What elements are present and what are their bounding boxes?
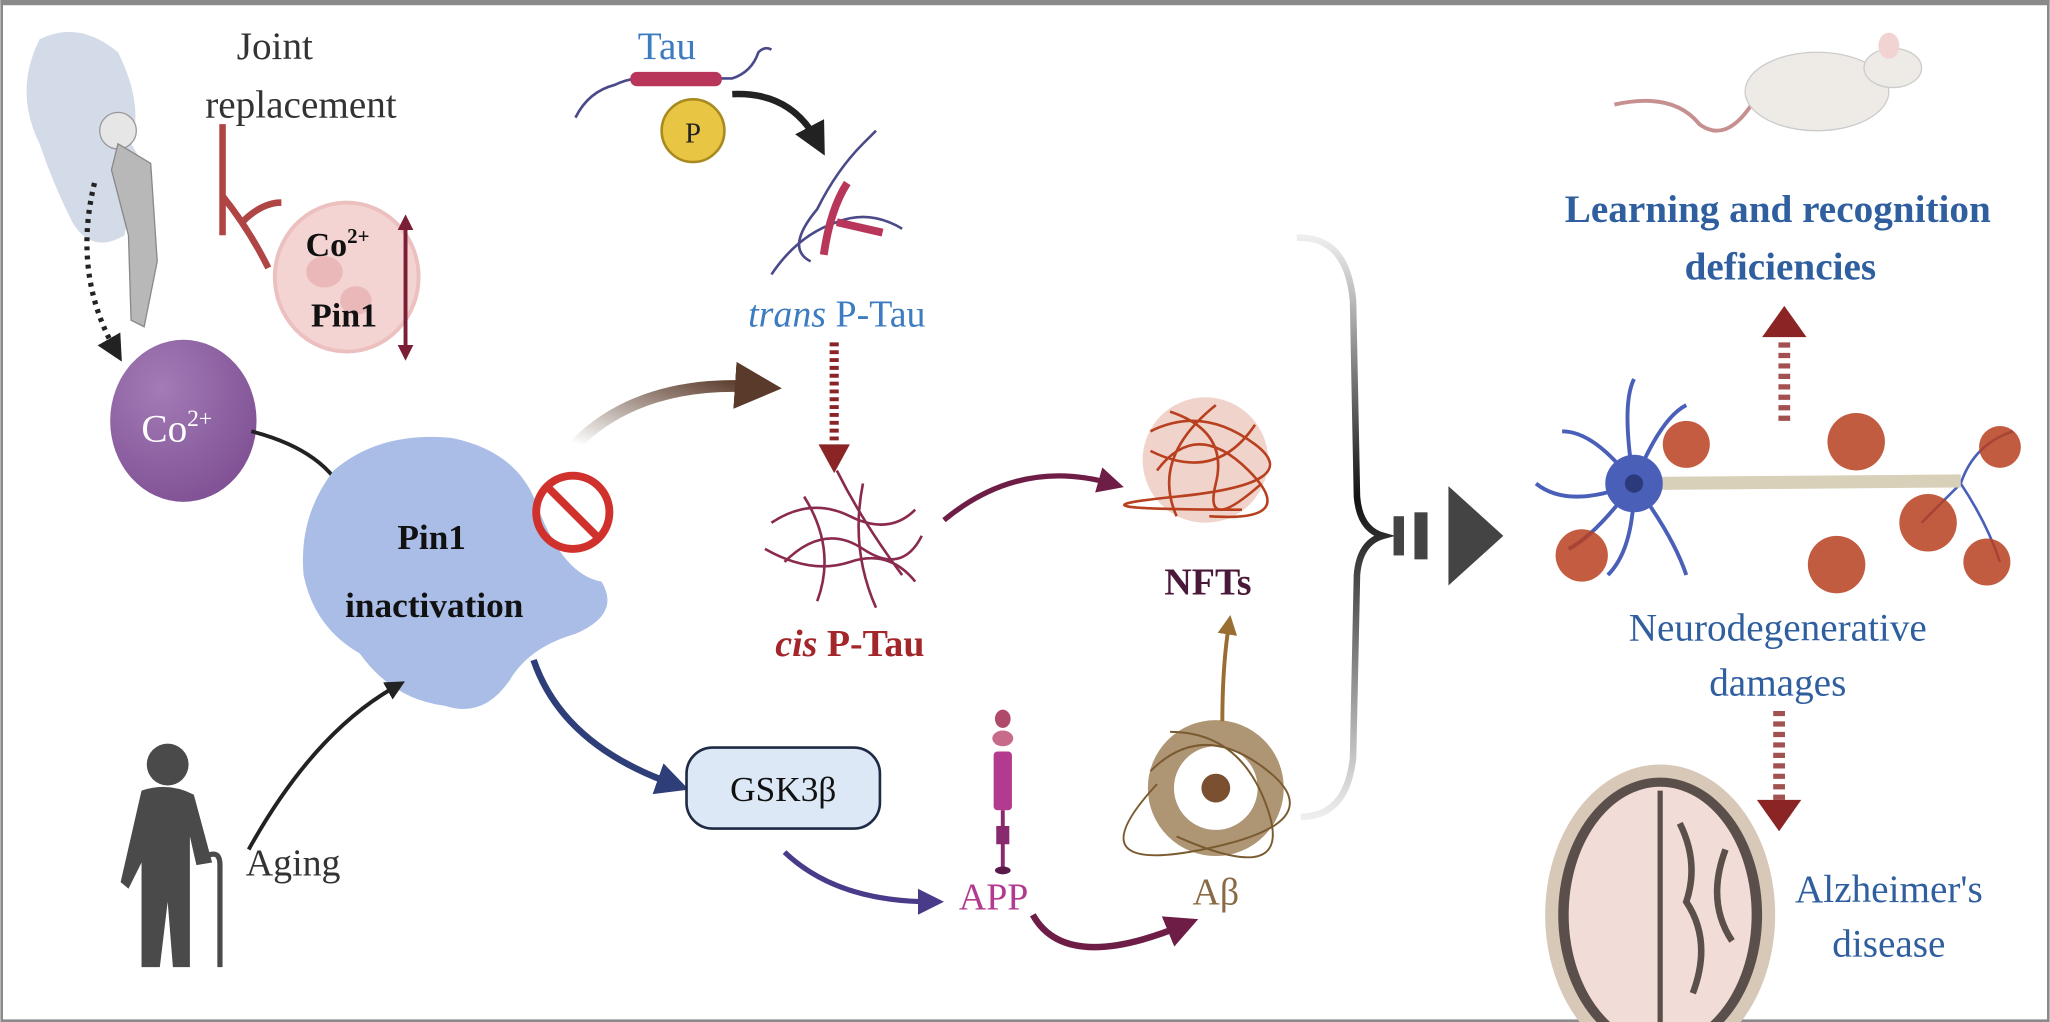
result-arrow-icon bbox=[1393, 486, 1504, 586]
inset-pin1-label: Pin1 bbox=[311, 298, 377, 335]
alz-label-line2: disease bbox=[1832, 923, 1945, 966]
pin1-label-line1: Pin1 bbox=[397, 518, 466, 557]
phosphate-label: P bbox=[685, 117, 701, 149]
cobalt-ion-icon bbox=[110, 339, 257, 502]
p-tau-icon bbox=[764, 469, 923, 609]
aging-to-pin1-arrow bbox=[246, 681, 405, 851]
trans-ptau-label: trans P-Tau bbox=[748, 294, 925, 336]
gsk3b-box bbox=[685, 746, 882, 830]
phosphorylation-arrow bbox=[732, 90, 825, 156]
neuro-to-learning-arrowhead bbox=[1762, 305, 1807, 338]
p-tau-icon bbox=[770, 129, 903, 276]
learning-label-line2: deficiencies bbox=[1685, 246, 1877, 289]
gsk-to-app-arrow bbox=[782, 850, 944, 915]
inset-co-label: Co2+ bbox=[306, 224, 370, 264]
nfts-label: NFTs bbox=[1164, 562, 1251, 604]
blood-vessel-icon bbox=[219, 124, 282, 270]
elderly-person-icon bbox=[120, 743, 223, 968]
neuron-icon bbox=[1534, 378, 2021, 594]
neuro-to-alz-arrowhead bbox=[1756, 799, 1802, 832]
tangle-icon bbox=[1123, 397, 1272, 523]
phosphate-icon: P bbox=[660, 98, 726, 164]
cis-ptau-label: cis P-Tau bbox=[775, 623, 924, 665]
alz-label-line1: Alzheimer's bbox=[1795, 868, 1983, 911]
neuro-label-line2: damages bbox=[1709, 661, 1846, 704]
aging-label: Aging bbox=[246, 843, 341, 885]
merge-brace bbox=[1296, 234, 1396, 821]
neuro-label-line1: Neurodegenerative bbox=[1629, 606, 1927, 649]
learning-label-line1: Learning and recognition bbox=[1565, 188, 1991, 231]
top-bar bbox=[0, 0, 2050, 6]
tau-label: Tau bbox=[638, 25, 696, 68]
cell-icon bbox=[272, 200, 421, 361]
joint-label-line1: Joint bbox=[237, 25, 313, 68]
cis-to-nfts-arrow bbox=[942, 467, 1124, 523]
pin1-to-trans-arrow bbox=[571, 361, 782, 449]
amyloid-plaque-icon bbox=[1122, 720, 1291, 859]
prohibition-icon bbox=[532, 471, 614, 553]
dotted-arrow bbox=[84, 182, 122, 362]
trans-to-cis-arrowhead bbox=[818, 444, 850, 474]
co-ion-label: Co2+ bbox=[141, 406, 212, 451]
app-receptor-icon bbox=[992, 709, 1014, 875]
abeta-label: Aβ bbox=[1192, 871, 1239, 913]
hip-implant-icon bbox=[26, 31, 158, 328]
gsk3b-label: GSK3β bbox=[730, 770, 836, 809]
tau-protein-icon bbox=[574, 46, 773, 119]
mouse-icon bbox=[1613, 32, 1923, 133]
app-to-abeta-arrow bbox=[1029, 913, 1199, 951]
joint-label-line2: replacement bbox=[205, 84, 397, 127]
pin1-protein-icon bbox=[302, 436, 608, 709]
pin1-label-line2: inactivation bbox=[345, 586, 524, 625]
pin1-to-gsk-arrow bbox=[530, 658, 689, 795]
abeta-to-nfts-arrow bbox=[1217, 615, 1238, 722]
brain-icon bbox=[1545, 764, 1776, 1022]
app-label: APP bbox=[959, 877, 1029, 919]
